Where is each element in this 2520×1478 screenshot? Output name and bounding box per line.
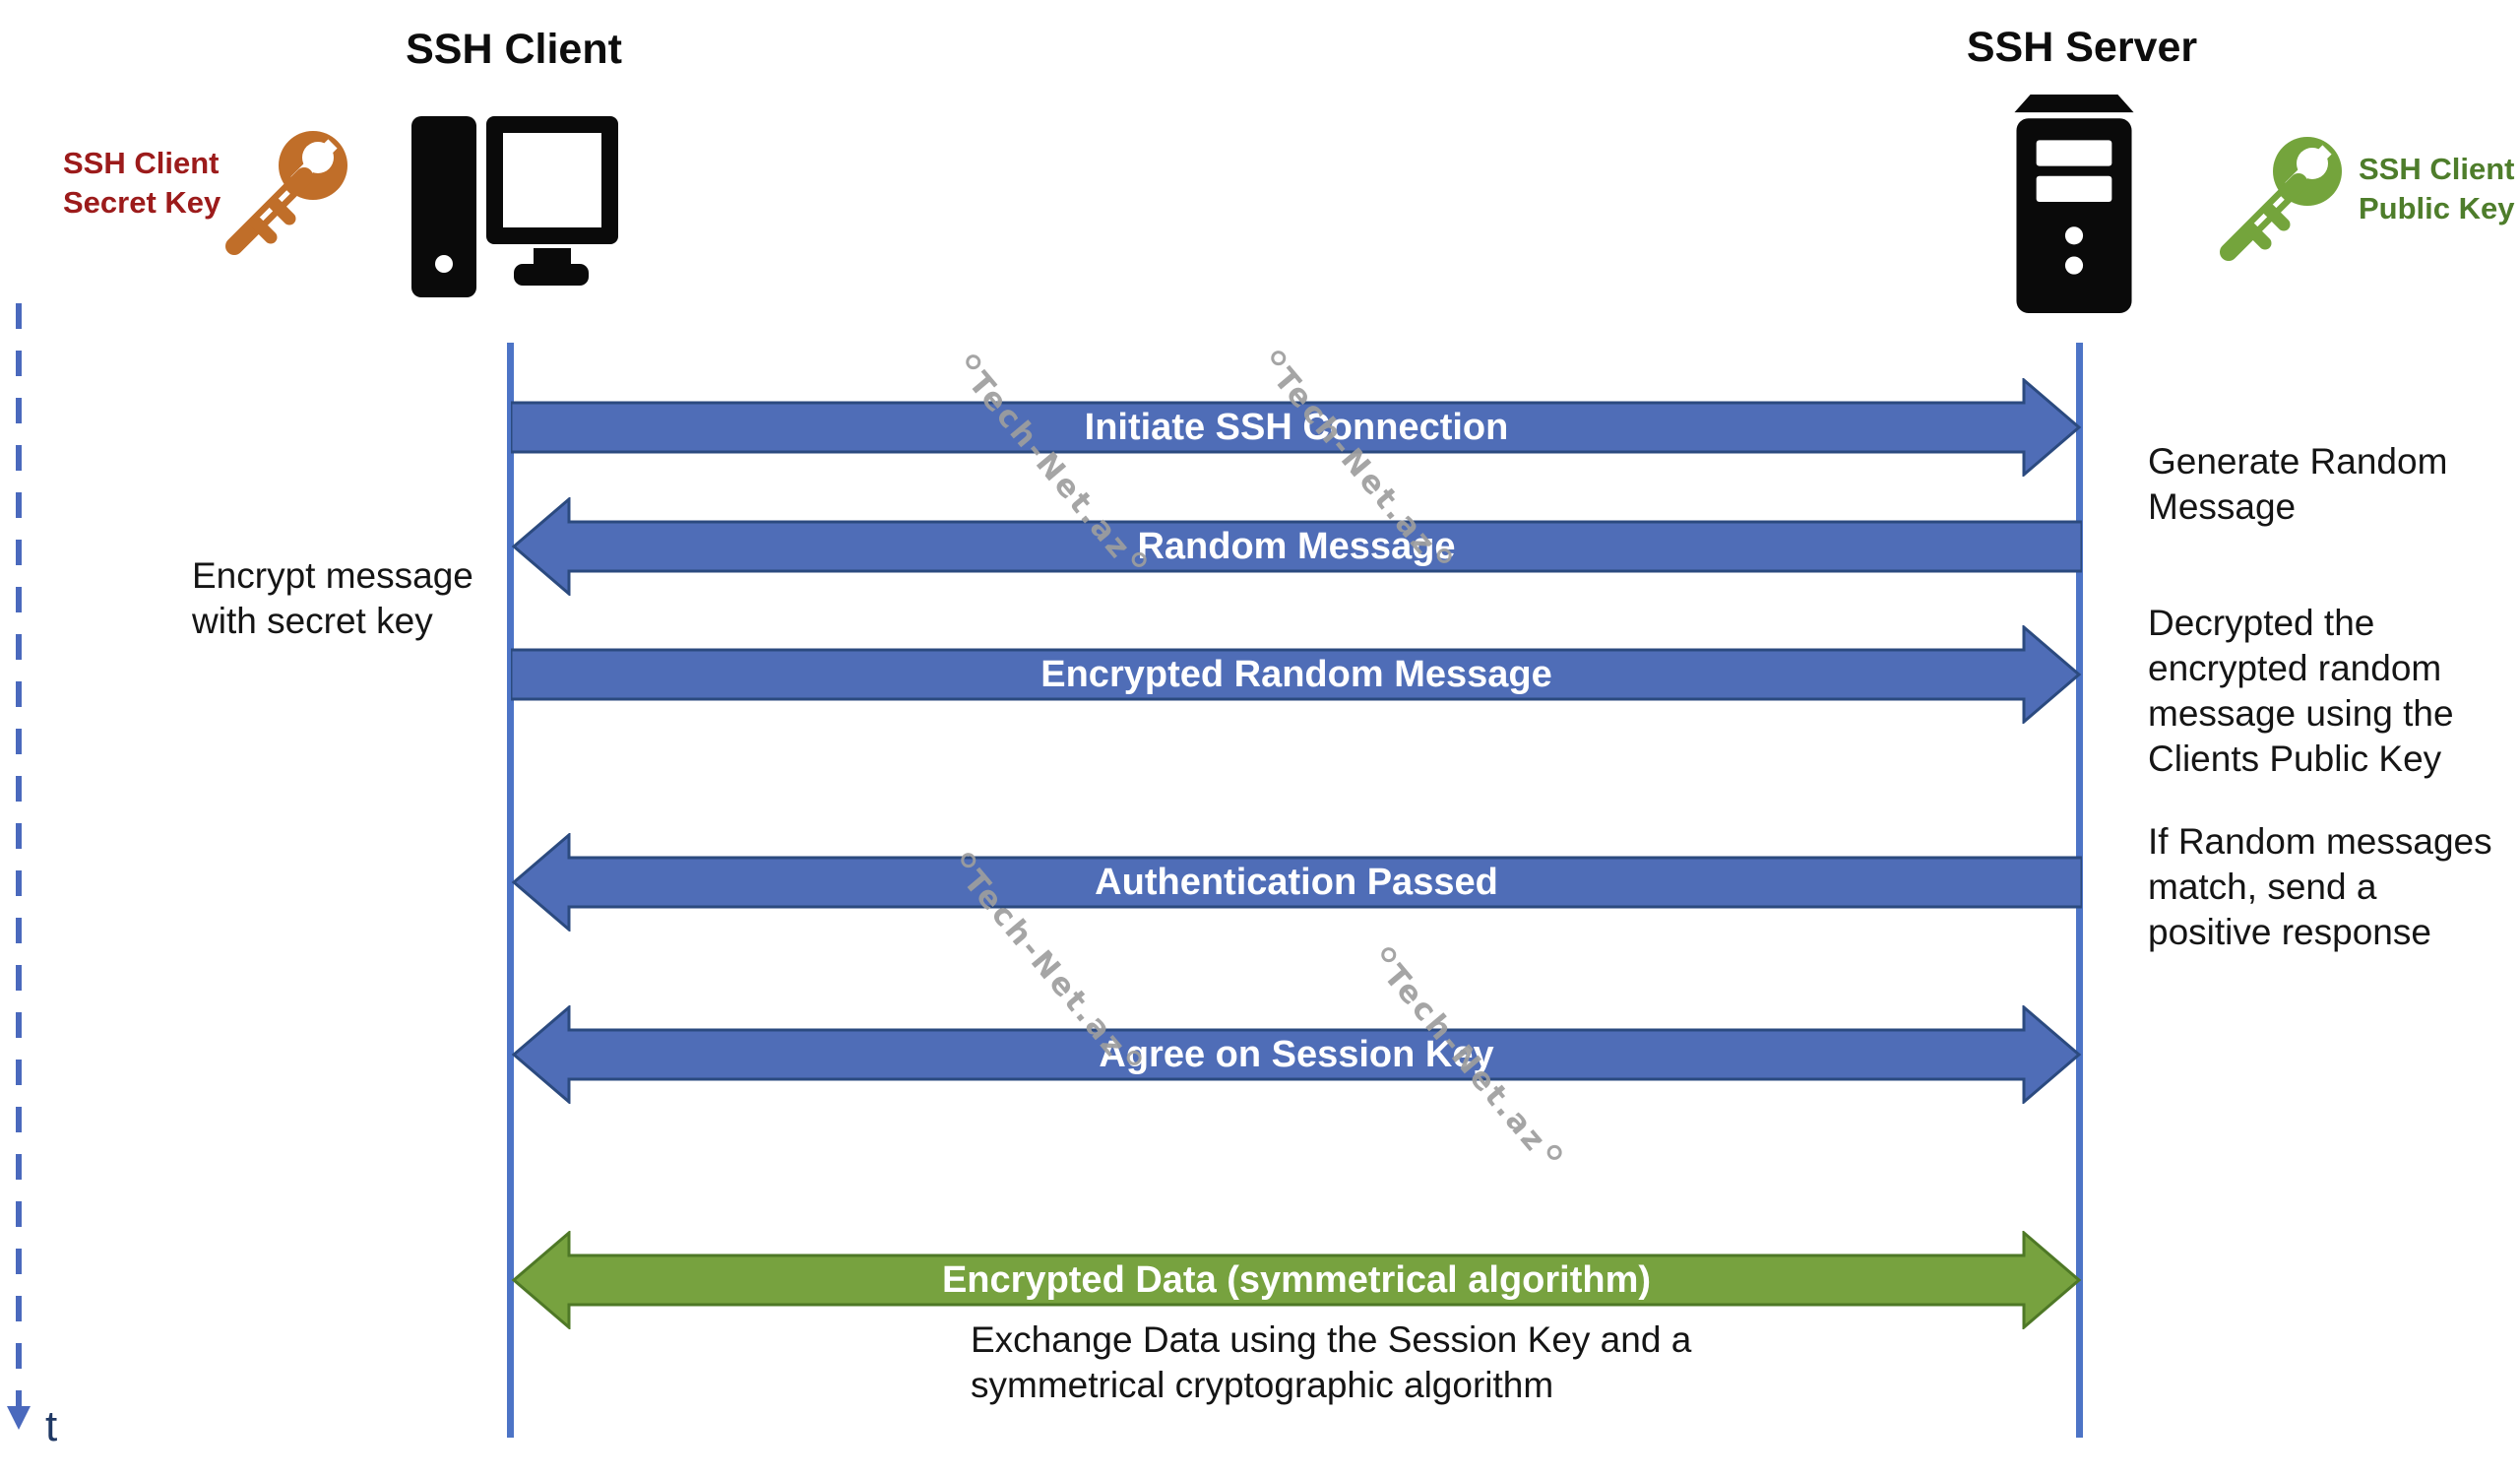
arrow-encrypted-data: Encrypted Data (symmetrical algorithm) [511, 1231, 2082, 1329]
server-title: SSH Server [1966, 24, 2198, 71]
client-key-caption: SSH Client Secret Key [63, 146, 221, 220]
arrow-agree-on-session-key: Agree on Session Key [511, 1005, 2082, 1104]
arrow-random-message: Random Message [511, 497, 2082, 596]
double-arrow-icon [511, 1005, 2082, 1104]
message-label: Encrypted Data (symmetrical algorithm) [941, 1259, 1652, 1301]
time-axis-label: t [45, 1402, 58, 1450]
client-computer-icon [411, 116, 618, 297]
arrow-encrypted-random-message: Encrypted Random Message [511, 625, 2082, 724]
arrow-authentication-passed: Authentication Passed [511, 833, 2082, 932]
server-note-match-response: If Random messages match, send a positiv… [2148, 821, 2492, 952]
client-lifeline [507, 343, 514, 1438]
server-note-decrypted: Decrypted the encrypted random message u… [2148, 603, 2454, 779]
right-arrow-icon [511, 378, 2082, 477]
client-note-encrypt-message: Encrypt message with secret key [192, 555, 473, 641]
client-title: SSH Client [406, 26, 622, 73]
right-arrow-icon [511, 625, 2082, 724]
time-axis-dashed-line [16, 303, 22, 1406]
message-label: Agree on Session Key [1099, 1034, 1494, 1075]
client-public-key-icon [2220, 137, 2342, 261]
server-icon [2014, 95, 2134, 313]
server-note-generate-random: Generate Random Message [2148, 441, 2448, 527]
left-arrow-icon [511, 497, 2082, 596]
double-arrow-icon [511, 1231, 2082, 1329]
arrow-initiate-ssh-connection: Initiate SSH Connection [511, 378, 2082, 477]
message-label: Encrypted Random Message [1040, 654, 1552, 695]
client-secret-key-icon [225, 131, 347, 255]
time-axis-arrowhead-icon [7, 1406, 31, 1430]
server-key-caption: SSH Client Public Key [2359, 152, 2515, 225]
message-label: Random Message [1137, 526, 1456, 567]
exchange-data-note: Exchange Data using the Session Key and … [971, 1319, 1692, 1405]
message-label: Authentication Passed [1095, 862, 1498, 903]
left-arrow-icon [511, 833, 2082, 932]
